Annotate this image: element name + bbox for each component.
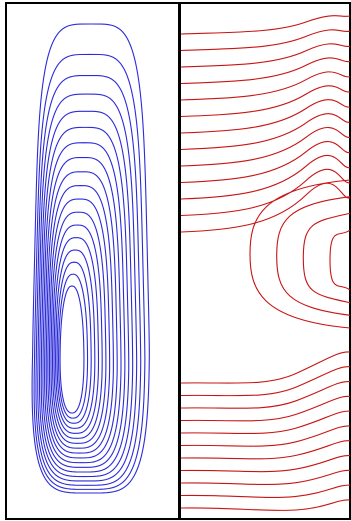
right-contour-side-loop-2	[276, 196, 351, 316]
right-contour-bottom-9	[180, 469, 351, 486]
left-contour-loop-8	[44, 156, 122, 464]
right-contour-side-loop-1	[249, 179, 351, 329]
left-contour-loop-14	[53, 237, 100, 434]
right-contour-top-10	[180, 141, 351, 184]
right-contour-group	[180, 15, 351, 512]
right-contour-top-2	[180, 29, 351, 52]
right-contour-top-8	[180, 113, 351, 151]
left-contour-loop-15	[55, 249, 96, 429]
right-contour-bottom-3	[180, 381, 351, 409]
left-contour-loop-2	[33, 53, 146, 490]
right-contour-bottom-6	[180, 425, 351, 447]
left-contour-loop-1	[31, 23, 150, 494]
left-contour-loop-9	[45, 171, 118, 459]
left-contour-loop-7	[42, 142, 126, 468]
right-contour-bottom-5	[180, 410, 351, 435]
left-contour-loop-3	[35, 74, 142, 486]
right-contour-top-6	[180, 85, 351, 118]
right-contour-top-13	[180, 182, 351, 233]
right-contour-side-loop-4	[329, 229, 351, 291]
right-contour-top-3	[180, 43, 351, 68]
left-contour-group	[31, 23, 150, 494]
right-contour-bottom-2	[180, 366, 351, 397]
right-contour-top-12	[180, 168, 351, 217]
right-panel	[179, 2, 351, 520]
right-contour-bottom-10	[180, 484, 351, 498]
left-contour-loop-11	[48, 198, 111, 449]
left-panel	[5, 2, 180, 520]
right-contour-top-7	[180, 99, 351, 134]
right-contour-top-1	[180, 15, 351, 35]
right-contour-side-loop-3	[302, 212, 351, 304]
right-contour-top-11	[180, 154, 351, 200]
right-contour-top-5	[180, 71, 351, 101]
right-contour-top-4	[180, 57, 351, 85]
right-contour-bottom-7	[180, 440, 351, 460]
left-contour-loop-12	[50, 211, 107, 444]
left-contour-loop-6	[40, 126, 130, 473]
right-contour-bottom-11	[180, 499, 351, 512]
right-contour-top-9	[180, 126, 351, 167]
left-contour-loop-10	[47, 185, 114, 454]
right-contour-bottom-8	[180, 455, 351, 473]
right-contour-bottom-1	[180, 351, 351, 384]
left-contour-loop-13	[51, 224, 103, 439]
left-contour-loop-5	[38, 110, 134, 478]
left-contour-loop-16	[56, 261, 92, 424]
left-contour-loop-18	[59, 285, 85, 414]
right-panel-frame	[179, 2, 351, 520]
right-contour-bottom-4	[180, 395, 351, 422]
left-contour-loop-17	[58, 273, 89, 419]
left-contour-loop-4	[37, 93, 138, 482]
